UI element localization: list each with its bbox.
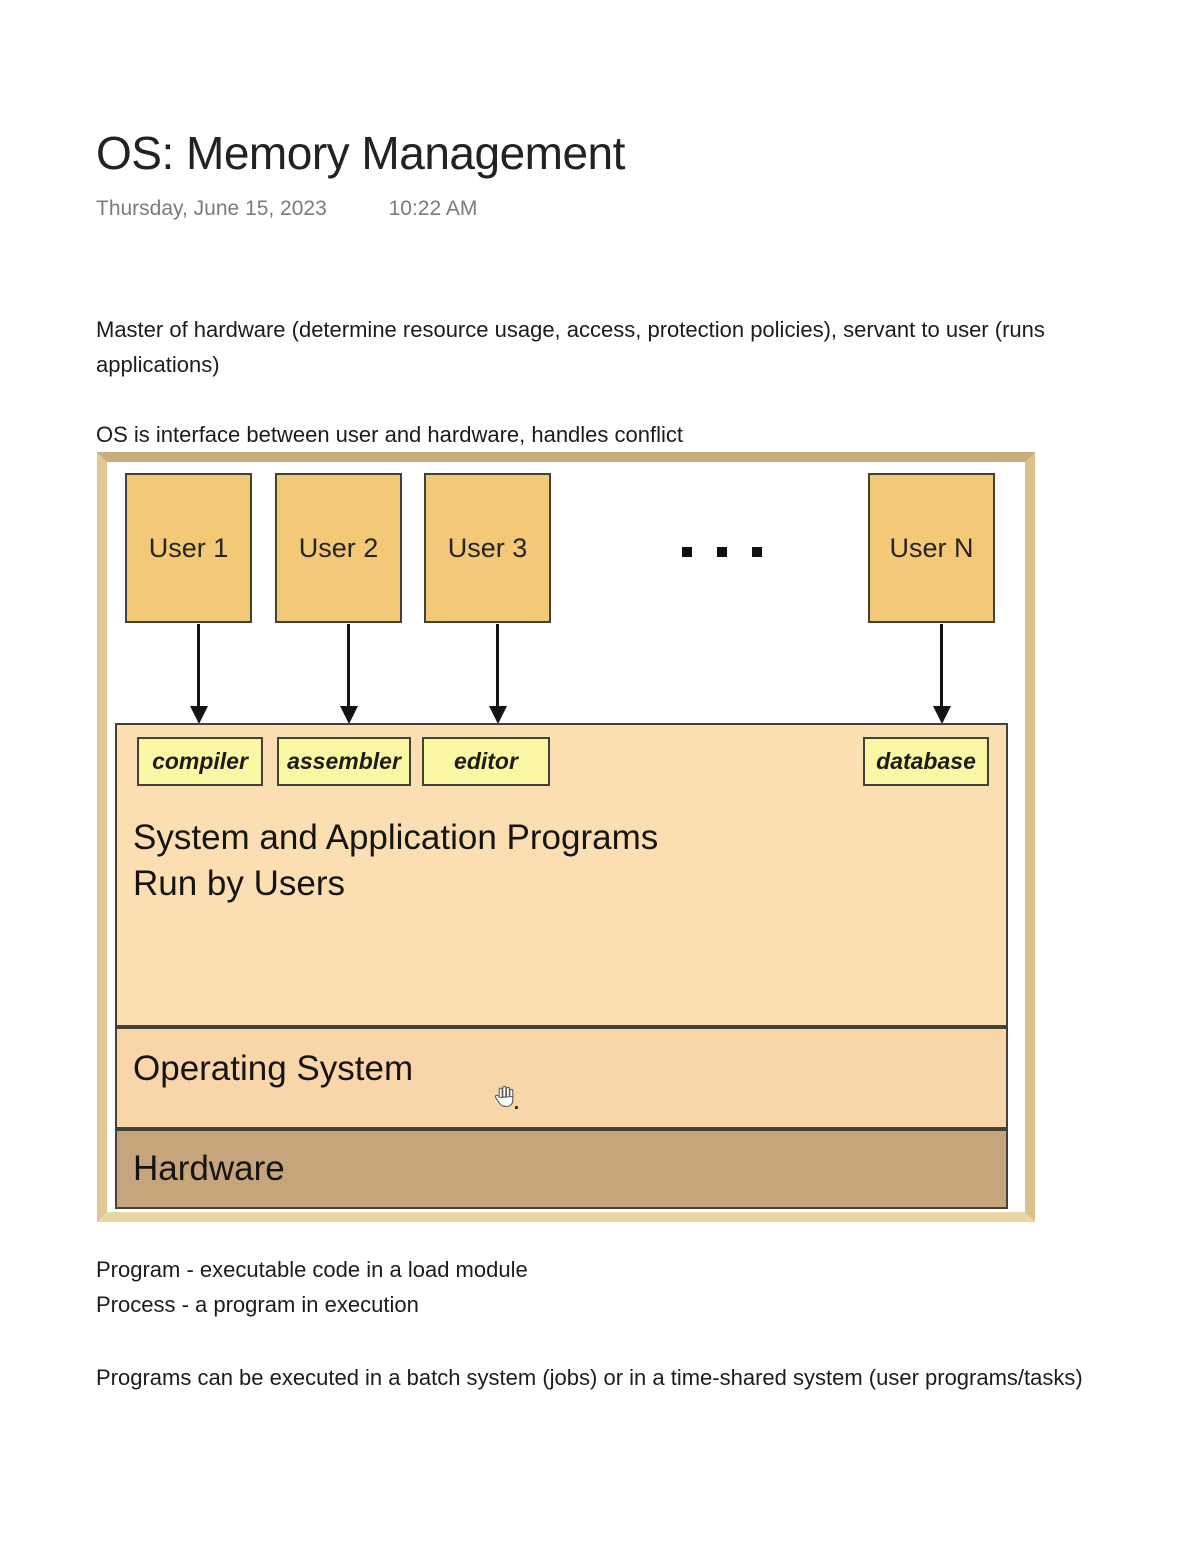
assembler-box: assembler: [277, 737, 411, 786]
programs-caption: System and Application Programs Run by U…: [133, 815, 658, 907]
assembler-label: assembler: [287, 748, 401, 774]
ellipsis-icon: [682, 544, 787, 562]
arrow-down-icon: [488, 624, 507, 724]
programs-caption-line1: System and Application Programs: [133, 818, 659, 857]
paragraph-os-interface: OS is interface between user and hardwar…: [96, 422, 683, 447]
created-time: 10:22 AM: [388, 197, 478, 220]
compiler-label: compiler: [152, 748, 248, 774]
user-1-box: User 1: [125, 473, 252, 623]
user-3-box: User 3: [424, 473, 551, 623]
operating-system-label: Operating System: [133, 1049, 414, 1088]
arrow-down-icon: [932, 624, 951, 724]
process-definition: Process - a program in execution: [96, 1292, 419, 1317]
operating-system-layer: Operating System: [115, 1027, 1008, 1129]
page-meta: Thursday, June 15, 2023 10:22 AM: [96, 197, 477, 221]
hand-cursor-icon: [495, 1085, 519, 1110]
editor-box: editor: [422, 737, 550, 786]
created-date: Thursday, June 15, 2023: [96, 197, 327, 220]
os-structure-diagram-image[interactable]: User 1 User 2 User 3 User N compiler ass…: [97, 452, 1035, 1222]
program-definition: Program - executable code in a load modu…: [96, 1257, 528, 1282]
arrow-down-icon: [189, 624, 208, 724]
page-title: OS: Memory Management: [96, 127, 625, 179]
arrow-down-icon: [339, 624, 358, 724]
editor-label: editor: [454, 748, 518, 774]
database-label: database: [876, 748, 976, 774]
system-programs-layer: compiler assembler editor database Syste…: [115, 723, 1008, 1027]
paragraph-definitions: Program - executable code in a load modu…: [96, 1252, 1106, 1322]
user-3-label: User 3: [447, 532, 528, 563]
programs-caption-line2: Run by Users: [133, 864, 346, 903]
hardware-layer: Hardware: [115, 1129, 1008, 1209]
user-n-label: User N: [889, 532, 974, 563]
database-box: database: [863, 737, 989, 786]
user-1-label: User 1: [148, 532, 229, 563]
user-2-label: User 2: [298, 532, 379, 563]
user-2-box: User 2: [275, 473, 402, 623]
paragraph-execution-modes: Programs can be executed in a batch syst…: [96, 1365, 1083, 1390]
paragraph-master-of-hardware: Master of hardware (determine resource u…: [96, 317, 1045, 377]
compiler-box: compiler: [137, 737, 263, 786]
user-n-box: User N: [868, 473, 995, 623]
hardware-label: Hardware: [133, 1149, 285, 1188]
